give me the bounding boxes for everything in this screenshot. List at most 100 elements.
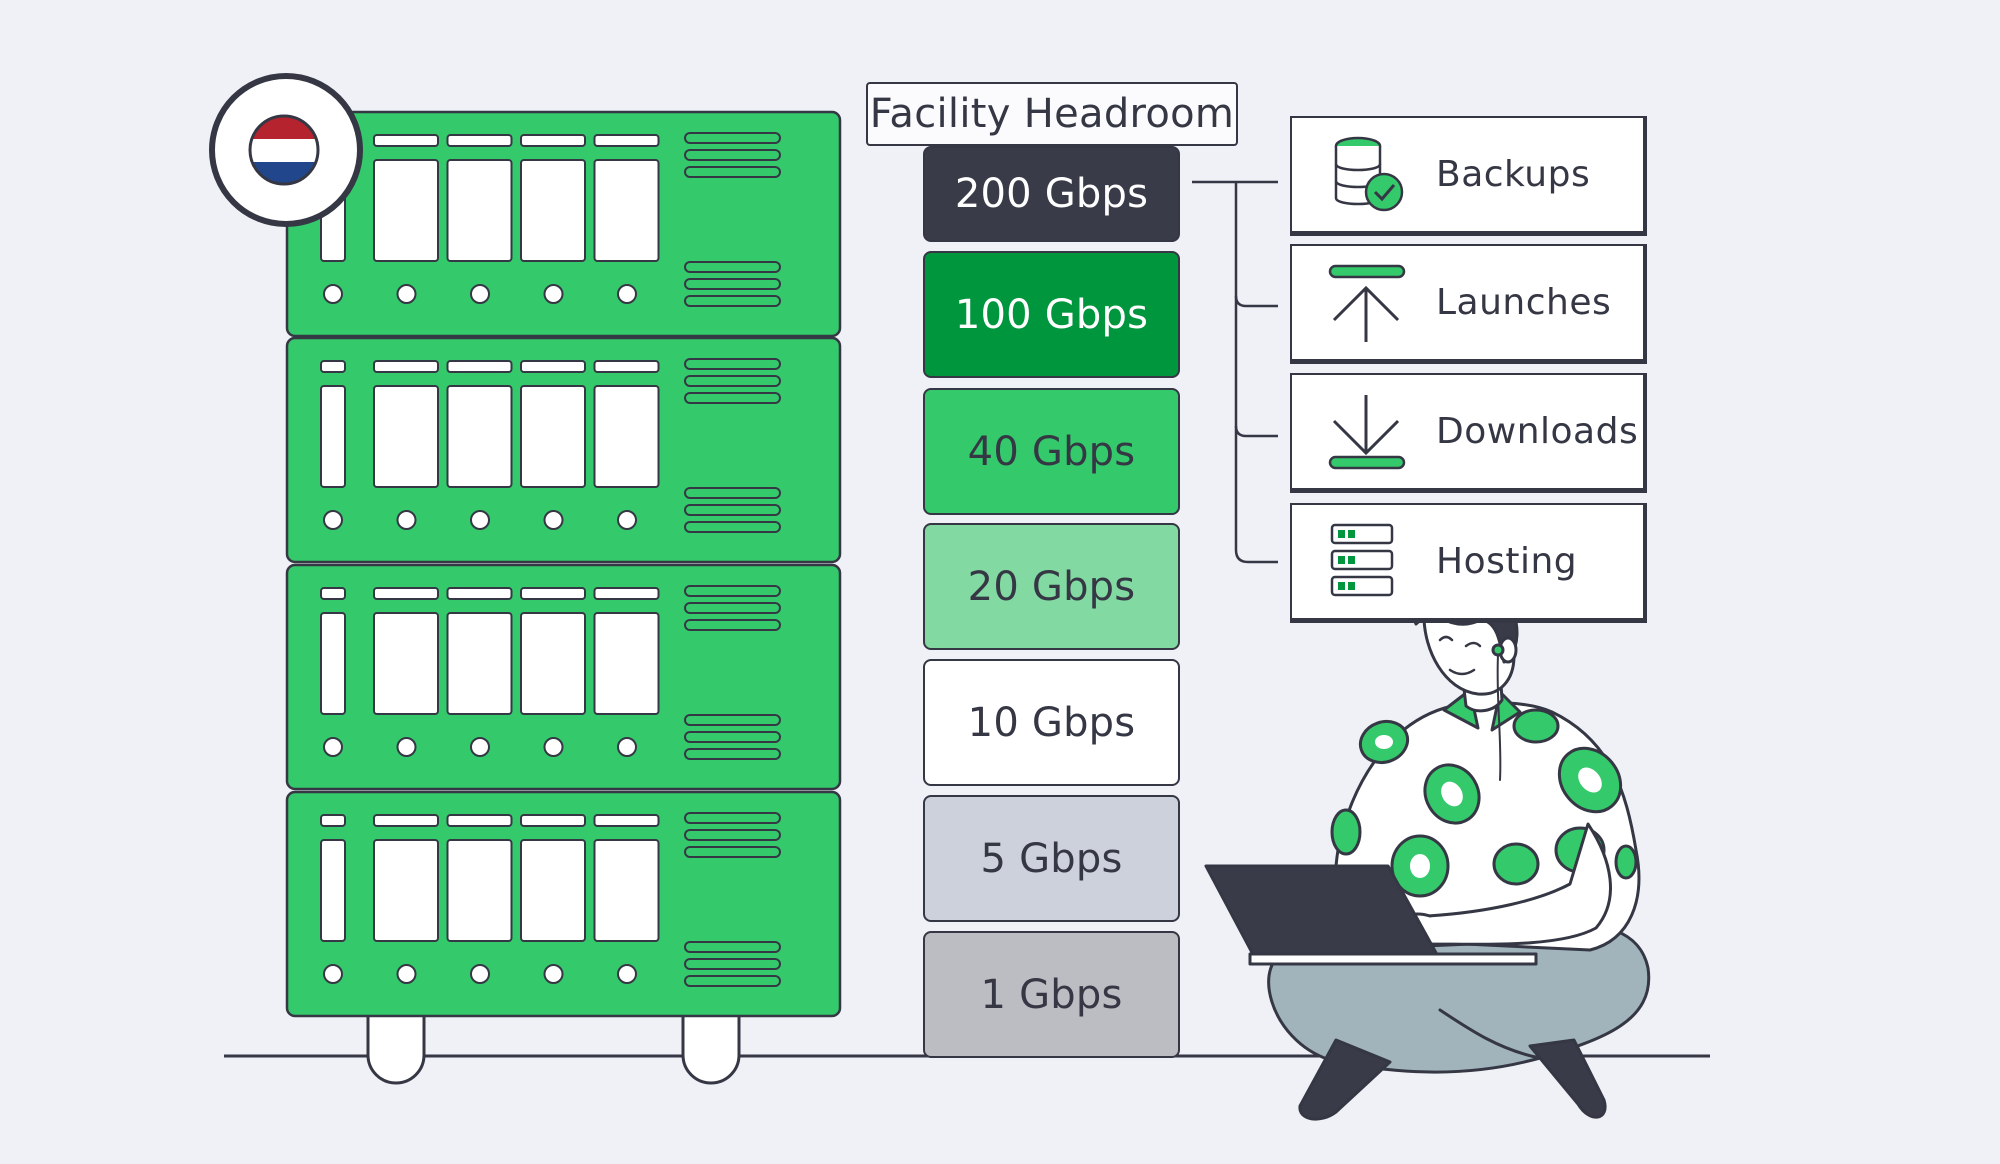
server-stack-icon <box>1330 523 1394 597</box>
connector-lines <box>1192 180 1278 564</box>
server-indicator <box>320 360 346 373</box>
server-slot <box>320 839 346 942</box>
status-light <box>470 737 490 757</box>
bandwidth-tier: 100 Gbps <box>923 251 1180 378</box>
drive-led <box>373 360 439 373</box>
vent-bar <box>684 846 781 858</box>
rack-foot-left <box>366 1012 426 1085</box>
drive-bay <box>446 839 513 942</box>
drive-bay <box>373 159 439 262</box>
server-indicator <box>320 814 346 827</box>
drive-bay <box>446 159 513 262</box>
vent-bar <box>684 714 781 726</box>
use-case-label: Hosting <box>1436 541 1578 582</box>
drive-led <box>520 134 586 147</box>
person-foot-right <box>1528 1038 1607 1119</box>
drive-led <box>373 587 439 600</box>
vent-bar <box>684 958 781 970</box>
drive-bay <box>373 839 439 942</box>
status-light <box>396 284 417 304</box>
server-slot <box>320 385 346 488</box>
drive-bay <box>446 612 513 715</box>
server-unit <box>285 563 842 791</box>
drive-bay <box>593 159 660 262</box>
vent-bar <box>684 392 781 404</box>
status-light <box>617 510 637 530</box>
status-light <box>396 964 417 984</box>
server-unit <box>285 110 842 338</box>
status-light <box>323 284 343 304</box>
drive-led <box>520 360 586 373</box>
status-light <box>323 964 343 984</box>
drive-bay <box>373 385 439 488</box>
bandwidth-tier: 200 Gbps <box>923 146 1180 242</box>
drive-led <box>520 587 586 600</box>
drive-led <box>373 814 439 827</box>
person-with-laptop <box>1204 585 1651 1121</box>
person-foot-left <box>1298 1038 1392 1121</box>
status-light <box>470 284 490 304</box>
bandwidth-tier: 5 Gbps <box>923 795 1180 922</box>
status-light <box>617 737 637 757</box>
use-case-hosting: Hosting <box>1290 503 1647 623</box>
vent-bar <box>684 731 781 743</box>
vent-bar <box>684 487 781 499</box>
drive-led <box>373 134 439 147</box>
drive-bay <box>373 612 439 715</box>
bandwidth-tier: 1 Gbps <box>923 931 1180 1058</box>
drive-led <box>446 814 513 827</box>
status-light <box>617 964 637 984</box>
status-light <box>470 510 490 530</box>
bandwidth-tier: 40 Gbps <box>923 388 1180 515</box>
drive-bay <box>520 612 586 715</box>
rack-foot-right <box>681 1012 741 1085</box>
vent-bar <box>684 166 781 178</box>
vent-bar <box>684 375 781 387</box>
server-slot <box>320 612 346 715</box>
vent-bar <box>684 812 781 824</box>
drive-led <box>593 134 660 147</box>
diagram-title: Facility Headroom <box>866 82 1238 146</box>
drive-bay <box>520 385 586 488</box>
laptop-base <box>1248 952 1538 966</box>
drive-led <box>593 814 660 827</box>
drive-led <box>446 134 513 147</box>
drive-led <box>593 587 660 600</box>
vent-bar <box>684 149 781 161</box>
server-rack <box>285 110 842 1018</box>
drive-bay <box>593 839 660 942</box>
use-case-label: Downloads <box>1436 411 1639 452</box>
status-light <box>323 510 343 530</box>
vent-bar <box>684 585 781 597</box>
status-light <box>617 284 637 304</box>
vent-bar <box>684 358 781 370</box>
status-light <box>470 964 490 984</box>
database-check-icon <box>1334 136 1404 212</box>
vent-bar <box>684 975 781 987</box>
netherlands-flag-icon <box>209 73 363 227</box>
vent-bar <box>684 278 781 290</box>
bandwidth-tier: 20 Gbps <box>923 523 1180 650</box>
person-arm <box>1426 822 1612 946</box>
status-light <box>543 510 564 530</box>
drive-bay <box>520 159 586 262</box>
vent-bar <box>684 829 781 841</box>
drive-bay <box>593 385 660 488</box>
drive-led <box>446 587 513 600</box>
status-light <box>543 964 564 984</box>
vent-bar <box>684 504 781 516</box>
vent-bar <box>684 748 781 760</box>
download-arrow-icon <box>1328 395 1406 470</box>
use-case-label: Backups <box>1436 154 1591 195</box>
vent-bar <box>684 521 781 533</box>
drive-bay <box>593 612 660 715</box>
use-case-backups: Backups <box>1290 116 1647 236</box>
status-light <box>396 510 417 530</box>
server-indicator <box>320 587 346 600</box>
vent-bar <box>684 619 781 631</box>
use-case-label: Launches <box>1436 282 1612 323</box>
server-unit <box>285 336 842 564</box>
status-light <box>323 737 343 757</box>
